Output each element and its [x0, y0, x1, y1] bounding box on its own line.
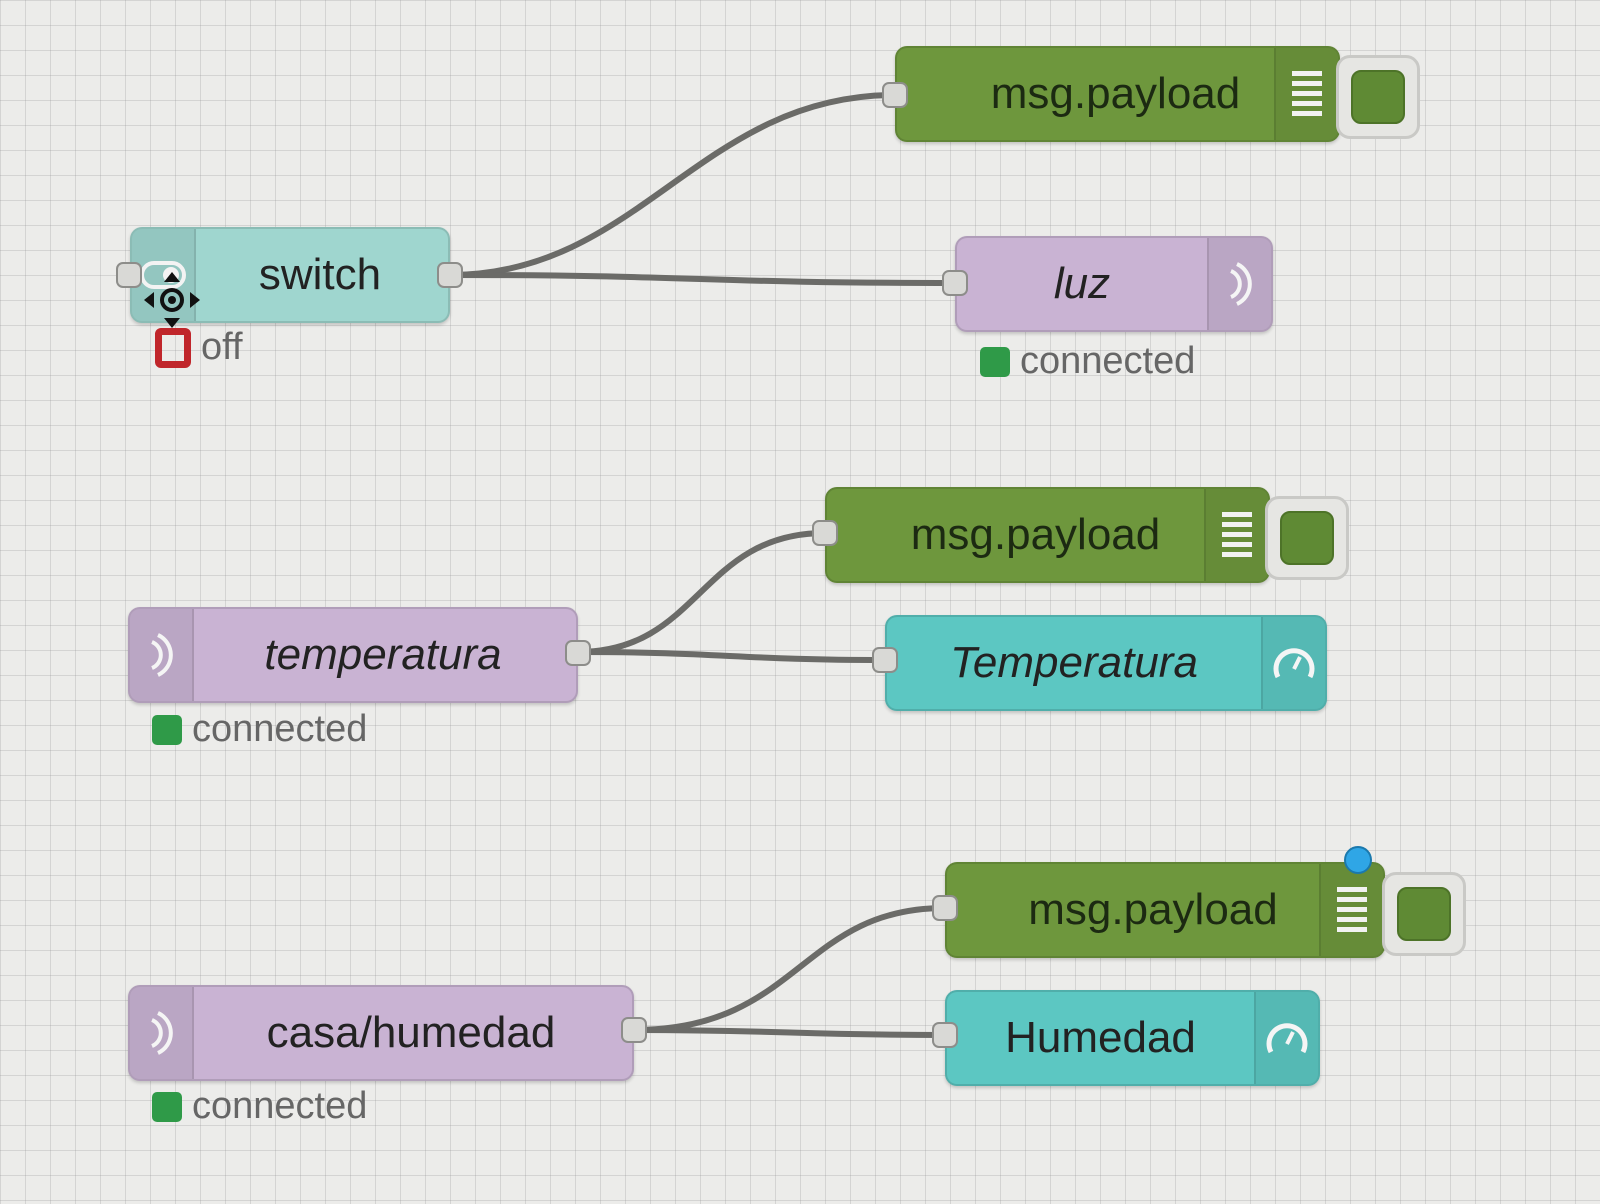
wire-humedad-to-gauge[interactable]: [631, 1027, 948, 1038]
mqtt-out-node-luz-label: luz: [1053, 259, 1111, 308]
luz-status: connected: [980, 340, 1195, 383]
switch-node-label: switch: [258, 250, 382, 299]
mqtt-out-node-luz[interactable]: luz: [955, 236, 1273, 332]
list-icon: [1204, 489, 1268, 581]
move-cursor-icon: [144, 272, 200, 328]
switch-status-text: off: [201, 326, 243, 368]
debug-toggle-button[interactable]: [1336, 55, 1420, 139]
mqtt-in-node-humedad-label: casa/humedad: [266, 1008, 556, 1057]
gauge-node-temperatura-input-port[interactable]: [872, 647, 898, 673]
debug-node-2[interactable]: msg.payload: [825, 487, 1270, 583]
mqtt-in-node-humedad-output-port[interactable]: [621, 1017, 647, 1043]
status-dot-icon: [152, 1091, 182, 1122]
gauge-node-humedad-input-port[interactable]: [932, 1022, 958, 1048]
debug-toggle-square: [1397, 887, 1451, 941]
debug-toggle-square: [1280, 511, 1334, 565]
mqtt-in-node-temperatura-output-port[interactable]: [565, 640, 591, 666]
switch-node-output-port[interactable]: [437, 262, 463, 288]
gauge-icon: [1261, 617, 1325, 709]
debug-node-1-label: msg.payload: [990, 69, 1241, 118]
gauge-node-humedad-label: Humedad: [1005, 1013, 1196, 1062]
debug-node-2-label: msg.payload: [910, 510, 1161, 559]
switch-node[interactable]: switch: [130, 227, 450, 323]
status-dot-icon: [980, 346, 1010, 377]
mqtt-icon: [130, 609, 194, 701]
debug-toggle-button[interactable]: [1382, 872, 1466, 956]
debug-toggle-square: [1351, 70, 1405, 124]
gauge-node-temperatura[interactable]: Temperatura: [885, 615, 1327, 711]
mqtt-icon: [130, 987, 194, 1079]
status-ring-icon: [155, 327, 191, 368]
changed-indicator-icon: [1344, 846, 1372, 874]
mqtt-in-node-temperatura[interactable]: temperatura: [128, 607, 578, 703]
gauge-node-temperatura-label: Temperatura: [950, 638, 1198, 687]
debug-toggle-button[interactable]: [1265, 496, 1349, 580]
mqtt-in-node-humedad[interactable]: casa/humedad: [128, 985, 634, 1081]
debug-node-1-input-port[interactable]: [882, 82, 908, 108]
wire-switch-to-luz[interactable]: [447, 272, 958, 286]
wire-temperatura-to-debug[interactable]: [575, 530, 828, 655]
list-icon: [1274, 48, 1338, 140]
gauge-node-humedad[interactable]: Humedad: [945, 990, 1320, 1086]
debug-node-3-label: msg.payload: [1028, 885, 1278, 934]
mqtt-out-node-luz-input-port[interactable]: [942, 270, 968, 296]
temperatura-status: connected: [152, 708, 367, 751]
mqtt-icon: [1207, 238, 1271, 330]
humedad-status-text: connected: [192, 1085, 368, 1127]
wire-temperatura-to-gauge[interactable]: [575, 649, 888, 663]
status-dot-icon: [152, 714, 182, 745]
gauge-icon: [1254, 992, 1318, 1084]
luz-status-text: connected: [1020, 340, 1196, 382]
wire-switch-to-debug[interactable]: [447, 92, 898, 278]
temperatura-status-text: connected: [192, 708, 368, 750]
debug-node-2-input-port[interactable]: [812, 520, 838, 546]
switch-node-input-port[interactable]: [116, 262, 142, 288]
debug-node-3[interactable]: msg.payload: [945, 862, 1385, 958]
debug-node-3-input-port[interactable]: [932, 895, 958, 921]
debug-node-1[interactable]: msg.payload: [895, 46, 1340, 142]
wire-humedad-to-debug[interactable]: [631, 905, 948, 1033]
mqtt-in-node-temperatura-label: temperatura: [264, 630, 502, 679]
switch-status: off: [155, 326, 243, 369]
humedad-status: connected: [152, 1085, 367, 1128]
list-icon: [1319, 864, 1383, 956]
